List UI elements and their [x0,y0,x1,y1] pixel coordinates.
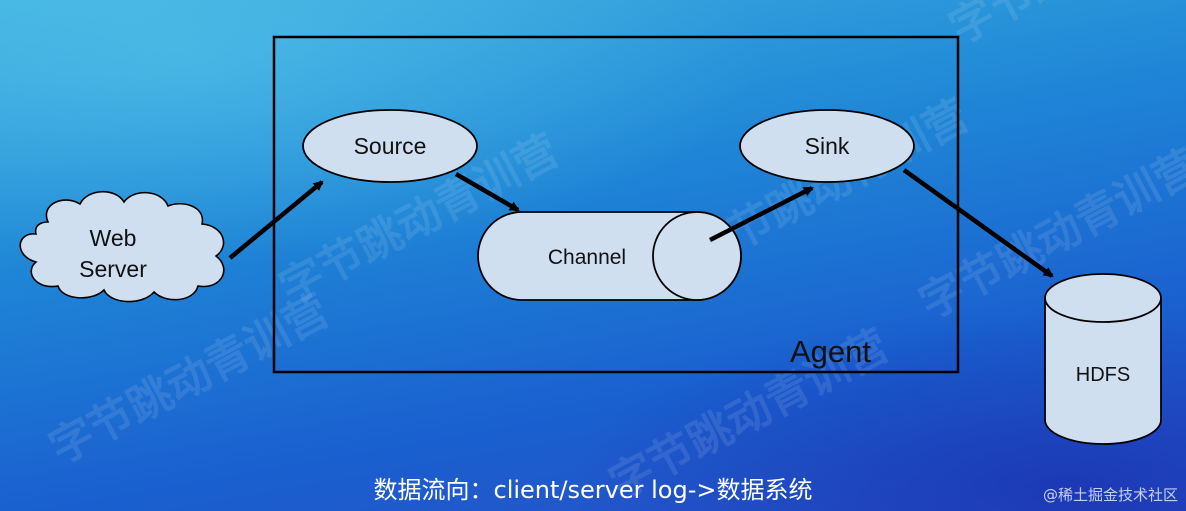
channel-label: Channel [548,246,626,269]
hdfs-node: HDFS [1044,273,1162,445]
credit-watermark: @稀土掘金技术社区 [1042,486,1178,504]
channel-node: Channel [477,211,742,301]
watermark-text: 字节跳动青训营 [41,285,337,475]
source-label: Source [354,133,427,159]
flow-arrows [228,168,1054,278]
web-server-cloud: Web Server [19,190,225,303]
caption: 数据流向：client/server log->数据系统 [373,476,813,504]
sink-label: Sink [805,133,850,159]
arrow-channel-to-sink [708,185,814,243]
web-server-label-line2: Server [79,256,147,282]
agent-box [272,35,960,374]
arrow-webserver-to-source [228,180,324,260]
agent-label: Agent [790,334,871,369]
web-server-label-line1: Web [90,225,137,251]
watermark-text: 字节跳动青训营 [941,0,1186,55]
hdfs-label: HDFS [1076,364,1130,386]
arrow-sink-to-hdfs [902,168,1054,278]
source-node: Source [302,109,478,183]
sink-node: Sink [739,109,915,183]
arrow-source-to-channel [454,172,520,212]
